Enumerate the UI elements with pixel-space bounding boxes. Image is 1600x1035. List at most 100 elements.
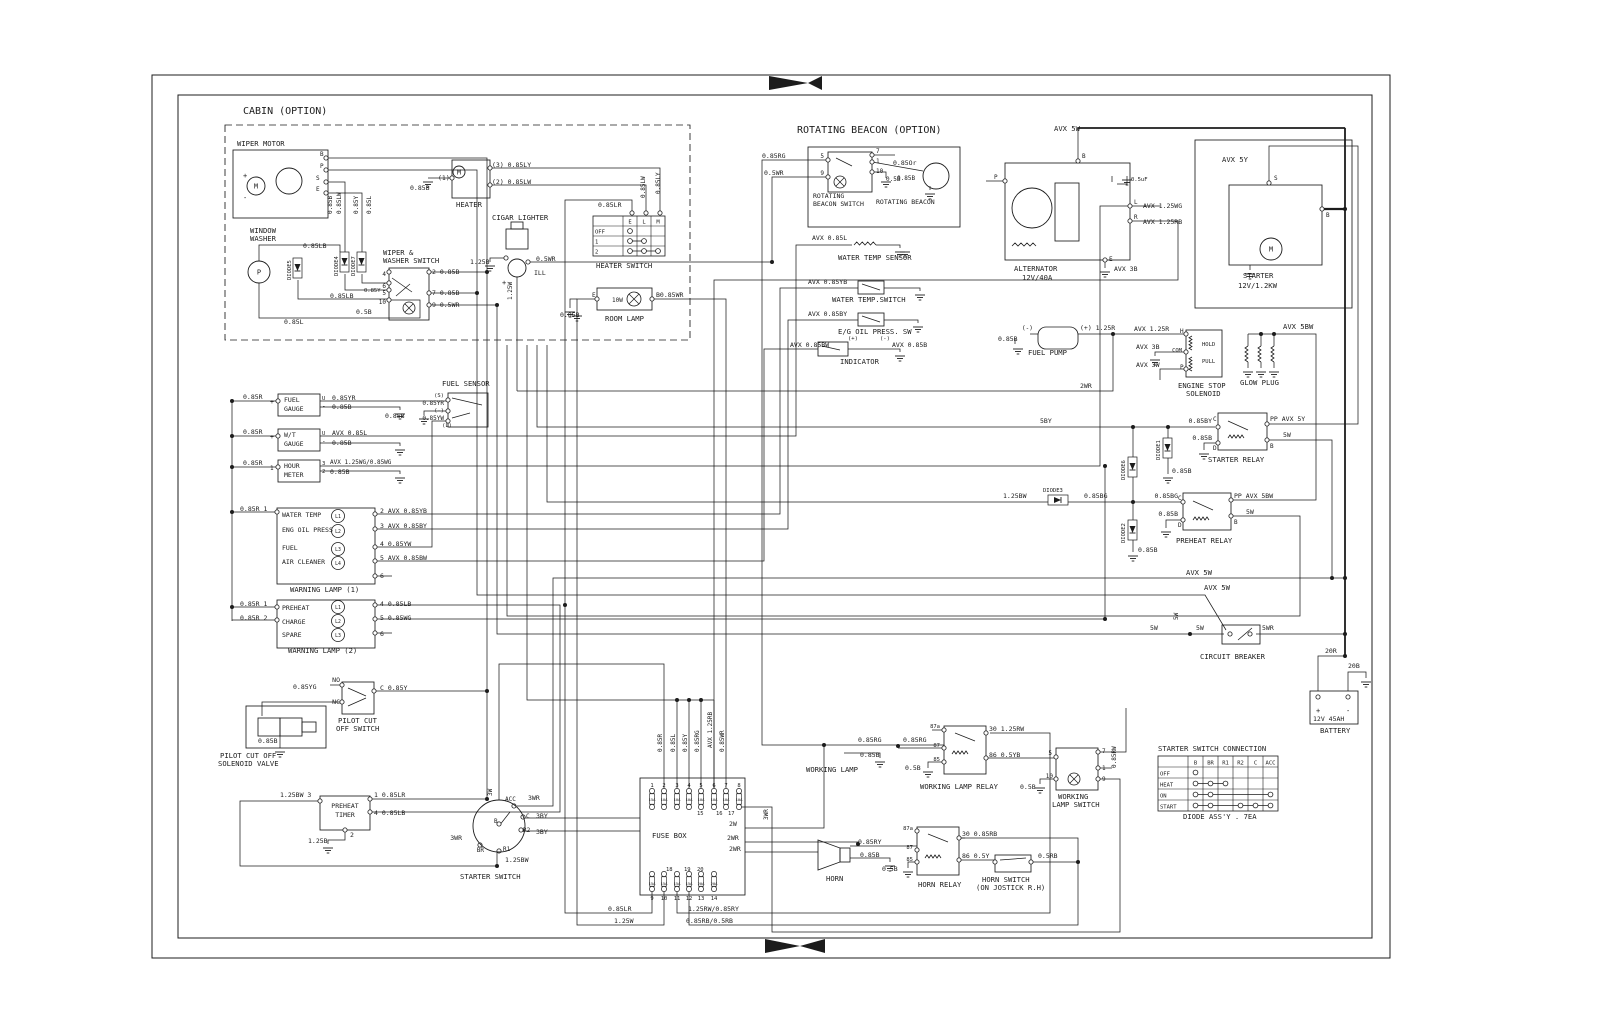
label: DIODE6 [1121, 460, 1127, 480]
component-box [245, 705, 327, 749]
component-box [505, 228, 529, 250]
label: 85 [933, 757, 940, 763]
terminal-pin [372, 544, 378, 550]
lamp-label: L2 [335, 529, 341, 535]
terminal-pin [869, 159, 875, 165]
label: PILOT CUT [338, 716, 378, 725]
lamp-label: L3 [335, 633, 341, 639]
label: 5 [820, 153, 824, 160]
terminal-pin [372, 573, 378, 579]
label: 12V 45AH [1313, 715, 1344, 723]
wire [871, 161, 924, 172]
bulb-icon [835, 177, 845, 187]
junction-dot [1188, 632, 1192, 636]
wire [1227, 420, 1249, 431]
label: 87 [906, 845, 913, 851]
label: + [270, 433, 274, 441]
terminal-pin [983, 730, 989, 736]
label: 1.25BW [505, 856, 529, 864]
label: HEATER SWITCH [596, 261, 652, 270]
terminal-pin [372, 630, 378, 636]
label: (-) [880, 336, 890, 342]
label: 4 [382, 271, 386, 278]
fuse-icon [661, 876, 667, 887]
label: 9 [820, 170, 824, 177]
wire [848, 348, 901, 352]
label: PILOT CUT OFF [220, 751, 276, 760]
label: 10A [698, 797, 706, 802]
diode-icon [1129, 526, 1136, 533]
terminal-pin [525, 259, 531, 265]
label: FUEL PUMP [1028, 348, 1067, 357]
label: DIODE7 [351, 256, 357, 276]
component-box [1055, 747, 1099, 791]
wire [517, 577, 1345, 807]
label: 0.85B [860, 851, 880, 859]
fuse-icon [711, 876, 717, 887]
label: 0.85B [330, 468, 350, 476]
resistor-icon [1011, 242, 1037, 247]
terminal-pin [372, 616, 378, 622]
label: 0.85LB [303, 242, 327, 250]
wire [876, 244, 901, 248]
label: R1 [503, 846, 511, 853]
label: 10A [661, 797, 669, 802]
junction-dot [1343, 207, 1347, 211]
component-box [1054, 182, 1080, 242]
terminal-pin [825, 174, 831, 180]
label: 2 [322, 469, 325, 475]
label: 0.85R [243, 459, 263, 467]
label: 2 [350, 831, 354, 839]
fuse-terminal [661, 886, 667, 892]
label: 0.85B [1158, 510, 1178, 518]
component-box [994, 854, 1032, 873]
terminal-pin [323, 190, 329, 196]
wire [261, 701, 342, 716]
terminal-pin [372, 511, 378, 517]
terminal-pin [983, 755, 989, 761]
wire [1117, 176, 1128, 185]
lamp-icon [331, 628, 345, 642]
label: 14 [711, 896, 718, 902]
label: FUEL SENSOR [442, 379, 490, 388]
fuse-icon [711, 793, 717, 805]
label: 1.25W [507, 282, 514, 300]
label: (-) [434, 408, 444, 414]
label: 0.85WR [719, 730, 726, 752]
label: B [494, 818, 498, 825]
table-col-header: R1 [1222, 761, 1229, 767]
label: B [1234, 519, 1238, 526]
terminal-pin [445, 408, 451, 414]
component-box [1185, 329, 1223, 378]
label: 0.85R 1 [240, 505, 267, 513]
resistor-icon [853, 241, 877, 246]
wire [999, 857, 1027, 861]
label: WARNING LAMP (2) [288, 646, 357, 655]
label: 13 [698, 896, 705, 902]
label: CHARGE [282, 618, 306, 626]
label: 1.25W [614, 917, 634, 925]
wire [861, 283, 881, 291]
label: 0.85B [1172, 467, 1192, 475]
terminal-pin [1215, 424, 1221, 430]
fuse-icon [649, 793, 655, 805]
lamp-label: L2 [335, 619, 341, 625]
label: AVX 5W [1186, 568, 1213, 577]
wire [1159, 368, 1186, 380]
label: B [1326, 212, 1330, 219]
label: 0.85B [327, 196, 334, 214]
wire [320, 406, 401, 410]
label: 0.85YR [332, 394, 356, 402]
terminal-pin [941, 745, 947, 751]
wire [546, 345, 1048, 503]
label: 1.25RW/0.85RY [688, 905, 739, 913]
lamp-icon [331, 614, 345, 628]
label: 0.85BY [1189, 417, 1213, 425]
terminal-pin [275, 398, 281, 404]
label: 18 [666, 867, 673, 873]
fuse-terminal [661, 804, 667, 810]
fuse-terminal [736, 804, 742, 810]
table-row-label: START [1160, 805, 1177, 811]
wire [740, 778, 1121, 933]
junction-dot [1343, 632, 1347, 636]
